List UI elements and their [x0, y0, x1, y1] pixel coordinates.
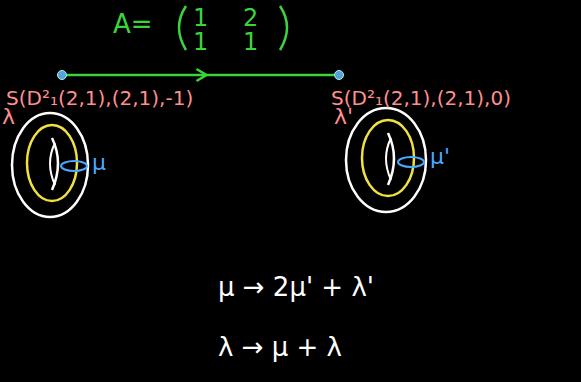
- mapping-equation: μ → 2μ' + λ': [218, 272, 374, 302]
- matrix-entry: 2: [243, 4, 258, 32]
- matrix-entry: 1: [193, 4, 208, 32]
- matrix-bracket: [179, 6, 186, 50]
- matrix-entry: 1: [193, 28, 208, 56]
- mapping-equation: λ → μ + λ: [218, 332, 342, 362]
- space-node: S(D²₁(2,1),(2,1),-1): [3, 84, 196, 112]
- meridian-label: μ': [430, 144, 450, 169]
- longitude-label: λ: [2, 104, 15, 129]
- solid-torus: [346, 108, 426, 212]
- space-label: S(D²₁(2,1),(2,1),-1): [6, 86, 193, 110]
- space-label: S(D²₁(2,1),(2,1),0): [331, 86, 511, 110]
- map-arrow: [67, 69, 334, 81]
- longitude-label: λ': [334, 104, 353, 129]
- solid-torus: [12, 113, 88, 217]
- meridian-label: μ: [92, 150, 106, 175]
- vertex-dot: [334, 70, 344, 80]
- matrix-bracket: [280, 6, 287, 50]
- space-node: S(D²₁(2,1),(2,1),0): [328, 84, 514, 112]
- edge-label: A=: [113, 9, 153, 39]
- vertex-dot: [57, 70, 67, 80]
- matrix-entry: 1: [243, 28, 258, 56]
